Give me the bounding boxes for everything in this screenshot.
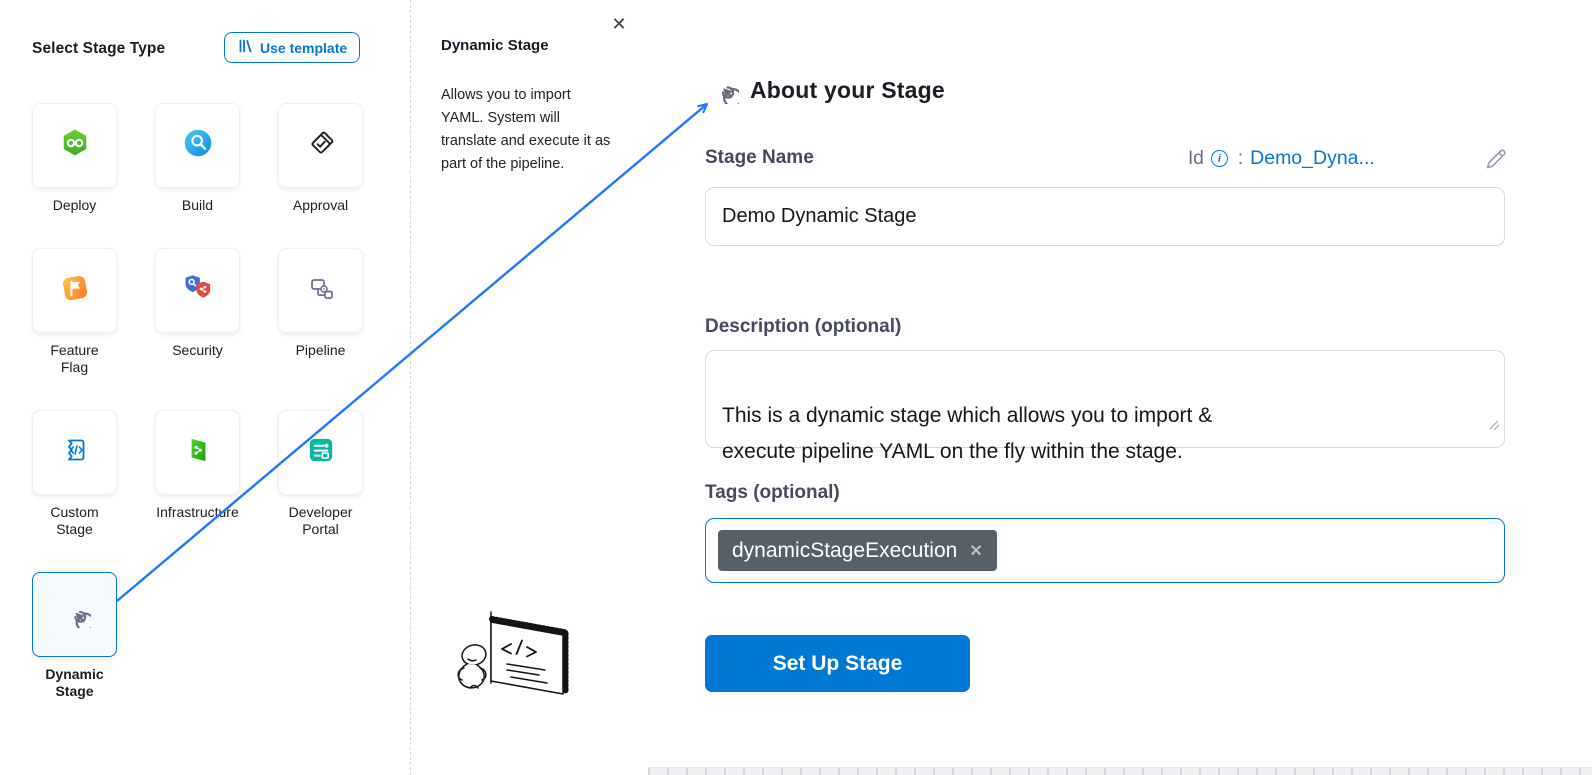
resize-handle-icon[interactable] [1488, 371, 1500, 443]
tags-label: Tags (optional) [705, 482, 840, 503]
stage-tile-pipeline[interactable] [278, 248, 363, 333]
dynamic-stage-icon [706, 71, 743, 109]
whiteboard-illustration [443, 598, 593, 733]
stage-tile-build[interactable] [155, 103, 240, 188]
stage-cell-feature-flag: Feature Flag [32, 248, 117, 376]
description-text: This is a dynamic stage which allows you… [722, 404, 1213, 463]
infrastructure-icon [181, 433, 215, 472]
stage-tile-label: Infrastructure [156, 504, 239, 520]
stage-name-input[interactable] [705, 187, 1505, 246]
stage-tile-deploy[interactable] [32, 103, 117, 188]
stage-tile-label: Feature Flag [50, 342, 99, 375]
stage-cell-dynamic-stage: Dynamic Stage [32, 572, 117, 700]
stage-cell-infrastructure: Infrastructure [155, 410, 240, 538]
stage-cell-approval: Approval [278, 103, 363, 214]
tags-input[interactable]: dynamicStageExecution ✕ [705, 518, 1505, 583]
about-header: About your Stage [706, 71, 945, 109]
stage-tile-label: Dynamic Stage [45, 666, 104, 699]
stage-name-label: Stage Name [705, 147, 814, 168]
stage-tile-approval[interactable] [278, 103, 363, 188]
use-template-button[interactable]: Use template [224, 32, 361, 63]
stage-cell-deploy: Deploy [32, 103, 117, 214]
stage-tile-label: Deploy [52, 197, 97, 213]
tag-chip-label: dynamicStageExecution [732, 538, 958, 562]
developer-portal-icon [304, 433, 338, 472]
pipeline-icon [304, 271, 338, 310]
security-icon [180, 271, 216, 310]
stage-tile-label: Pipeline [295, 342, 346, 358]
stage-tile-feature-flag[interactable] [32, 248, 117, 333]
stage-id-group: Id i : Demo_Dyna... [1188, 147, 1375, 170]
tag-remove-icon[interactable]: ✕ [969, 542, 983, 560]
close-icon[interactable]: ✕ [611, 13, 627, 34]
stage-tile-security[interactable] [155, 248, 240, 333]
stage-cell-developer-portal: Developer Portal [278, 410, 363, 538]
edit-pencil-icon[interactable] [1484, 148, 1507, 176]
stage-tile-label: Developer Portal [288, 504, 353, 537]
about-stage-panel: About your Stage Stage Name Id i : Demo_… [640, 0, 1592, 775]
dynamic-stage-icon [59, 596, 95, 633]
stage-cell-custom-stage: Custom Stage [32, 410, 117, 538]
stage-tile-label: Approval [292, 197, 349, 213]
approval-icon [304, 126, 338, 165]
stage-cell-pipeline: Pipeline [278, 248, 363, 376]
stage-help-panel: ✕ Dynamic Stage Allows you to import YAM… [410, 0, 640, 775]
about-title: About your Stage [750, 76, 945, 103]
id-label: Id [1188, 147, 1204, 169]
info-icon[interactable]: i [1210, 150, 1228, 167]
custom-stage-icon [58, 433, 92, 472]
id-separator: : [1237, 147, 1244, 169]
use-template-label: Use template [260, 39, 348, 56]
id-value: Demo_Dyna... [1250, 147, 1375, 169]
description-textarea[interactable]: This is a dynamic stage which allows you… [705, 350, 1505, 463]
description-label: Description (optional) [705, 316, 902, 337]
stage-type-grid: Deploy Build [32, 103, 363, 700]
feature-flag-icon [58, 271, 92, 310]
stage-tile-label: Custom Stage [50, 504, 99, 537]
stage-tile-label: Build [181, 197, 214, 213]
help-panel-description: Allows you to import YAML. System will t… [441, 87, 611, 172]
deploy-icon [58, 126, 92, 165]
stage-tile-custom-stage[interactable] [32, 410, 117, 495]
help-panel-title: Dynamic Stage [441, 37, 549, 54]
template-library-icon [237, 38, 253, 57]
stage-tile-infrastructure[interactable] [155, 410, 240, 495]
stage-tile-developer-portal[interactable] [278, 410, 363, 495]
stage-tile-label: Security [172, 342, 223, 358]
stage-cell-security: Security [155, 248, 240, 376]
pipeline-canvas-edge [648, 767, 1592, 775]
stage-tile-dynamic-stage[interactable] [32, 572, 117, 657]
build-icon [181, 126, 215, 165]
select-stage-type-title: Select Stage Type [32, 40, 166, 57]
tag-chip: dynamicStageExecution ✕ [718, 530, 997, 571]
stage-cell-build: Build [155, 103, 240, 214]
set-up-stage-button[interactable]: Set Up Stage [705, 635, 970, 692]
stage-type-panel: Select Stage Type Use template Deploy [0, 0, 410, 775]
